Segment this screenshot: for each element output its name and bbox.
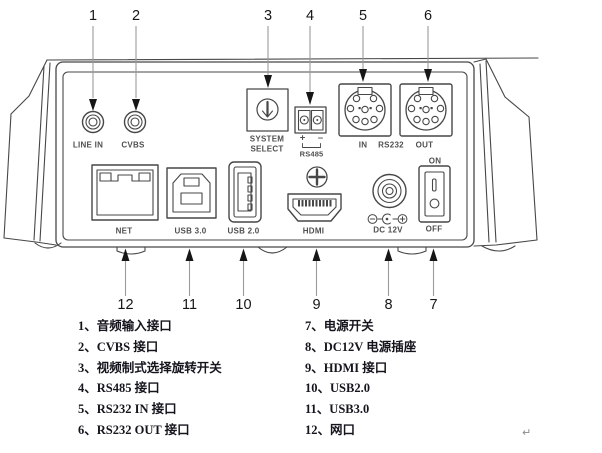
port-label-system: SYSTEM bbox=[249, 134, 285, 144]
legend-item-3: 3、视频制式选择旋转开关 bbox=[78, 360, 222, 375]
callout-number-8: 8 bbox=[384, 297, 393, 313]
rs485-minus-sign: – bbox=[317, 132, 324, 144]
legend-item-10: 10、USB2.0 bbox=[305, 381, 370, 396]
legend-item-8: 8、DC12V 电源插座 bbox=[305, 339, 417, 354]
bottom-bump-center bbox=[257, 246, 288, 254]
port-label-rs485: RS485 bbox=[299, 149, 324, 158]
legend-item-12: 12、网口 bbox=[305, 422, 356, 437]
callout-number-1: 1 bbox=[88, 8, 98, 24]
bottom-tab-right bbox=[397, 246, 427, 255]
net-port bbox=[91, 164, 159, 221]
dc-power-jack bbox=[372, 173, 407, 209]
callout-number-12: 12 bbox=[117, 297, 134, 313]
callout-number-9: 9 bbox=[312, 297, 321, 313]
line-in-jack bbox=[81, 110, 105, 134]
port-label-usb2: USB 2.0 bbox=[227, 226, 260, 235]
switch-label-off: OFF bbox=[425, 224, 443, 234]
callout-number-3: 3 bbox=[263, 8, 273, 24]
legend-item-5: 5、RS232 IN 接口 bbox=[78, 402, 177, 417]
legend-item-7: 7、电源开关 bbox=[305, 319, 374, 333]
right-foot bbox=[481, 245, 516, 252]
system-select-switch bbox=[246, 88, 289, 132]
legend-item-1: 1、音频输入接口 bbox=[78, 319, 172, 333]
callout-number-4: 4 bbox=[305, 8, 315, 24]
rs485-bracket bbox=[302, 143, 321, 148]
legend-right-column: 7、电源开关 8、DC12V 电源插座 9、HDMI 接口 10、USB2.0 … bbox=[305, 316, 416, 441]
polarity-symbol bbox=[367, 213, 408, 225]
bottom-tab-left bbox=[116, 246, 146, 255]
port-label-usb3: USB 3.0 bbox=[174, 226, 207, 235]
callout-number-2: 2 bbox=[131, 8, 141, 24]
hdmi-pins bbox=[298, 200, 332, 207]
device-line-art bbox=[3, 26, 539, 296]
port-label-rs232: RS232 bbox=[378, 140, 404, 149]
port-label-line-in: LINE IN bbox=[72, 140, 104, 150]
rs232-in-port bbox=[338, 83, 392, 137]
rs485-terminal bbox=[294, 106, 327, 148]
legend-item-4: 4、RS485 接口 bbox=[78, 381, 160, 396]
legend-item-6: 6、RS232 OUT 接口 bbox=[78, 422, 190, 437]
port-label-rs232-in: IN bbox=[358, 140, 368, 149]
port-label-hdmi: HDMI bbox=[302, 226, 325, 235]
port-label-dc12v: DC 12V bbox=[373, 225, 403, 235]
device-outline bbox=[3, 57, 539, 255]
hdmi-port bbox=[287, 193, 342, 222]
port-label-cvbs: CVBS bbox=[121, 140, 145, 150]
return-mark: ↵ bbox=[522, 426, 532, 439]
callout-lines bbox=[92, 26, 435, 296]
legend-item-2: 2、CVBS 接口 bbox=[78, 339, 159, 354]
callout-arrowheads bbox=[89, 69, 438, 261]
callout-number-7: 7 bbox=[429, 297, 438, 313]
legend-item-11: 11、USB3.0 bbox=[305, 402, 370, 417]
usb2-port bbox=[228, 161, 262, 223]
rs485-plus-sign: + bbox=[299, 132, 306, 144]
port-label-select: SELECT bbox=[250, 144, 284, 154]
screw-icon bbox=[306, 166, 328, 188]
port-label-rs232-out: OUT bbox=[415, 140, 434, 149]
power-switch bbox=[418, 165, 451, 223]
callout-number-6: 6 bbox=[423, 8, 433, 24]
callout-number-11: 11 bbox=[181, 297, 198, 313]
rs232-out-port bbox=[399, 83, 453, 137]
callout-number-10: 10 bbox=[235, 297, 252, 313]
switch-label-on: ON bbox=[428, 156, 442, 166]
left-foot bbox=[34, 242, 62, 249]
legend-item-9: 9、HDMI 接口 bbox=[305, 360, 388, 375]
usb3-port bbox=[166, 167, 217, 219]
cvbs-jack bbox=[123, 110, 147, 134]
callout-number-5: 5 bbox=[358, 8, 368, 24]
port-label-net: NET bbox=[115, 226, 133, 235]
legend-left-column: 1、音频输入接口 2、CVBS 接口 3、视频制式选择旋转开关 4、RS485 … bbox=[78, 316, 222, 441]
